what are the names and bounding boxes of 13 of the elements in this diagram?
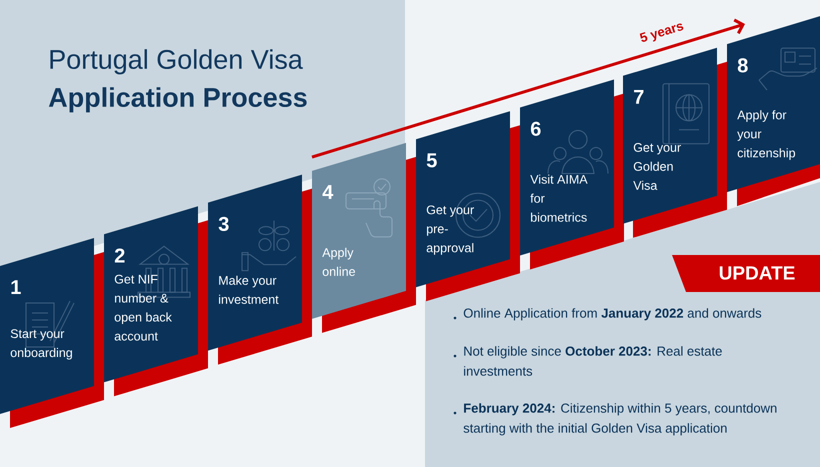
bullet-item: Not eligible since October 2023: Real estate investments [454,346,722,376]
step-card: 8 Apply for your citizenship [727,16,820,192]
update-banner: UPDATE [672,255,820,292]
step-card: 7 Get your Golden Visa [623,48,717,224]
bullet-item: February 2024: Citizenship within 5 years, countdown starting with the initial Golden Visa application [454,403,776,436]
step-card: 3 Make your investment [208,174,302,351]
step-card: 2 Get NIF number & open back account [104,206,198,382]
step-card: 1 Start your onboarding [0,238,94,414]
step-card: 4 Apply online [312,142,406,319]
bullet-item: Online Application from January 2022 and onwards [454,308,762,320]
title: Portugal Golden Visa Application Process [48,49,307,112]
step-card: 6 Visit AIMA for biometrics [520,80,614,256]
step-card: 5 Get your pre-approval [416,111,510,288]
